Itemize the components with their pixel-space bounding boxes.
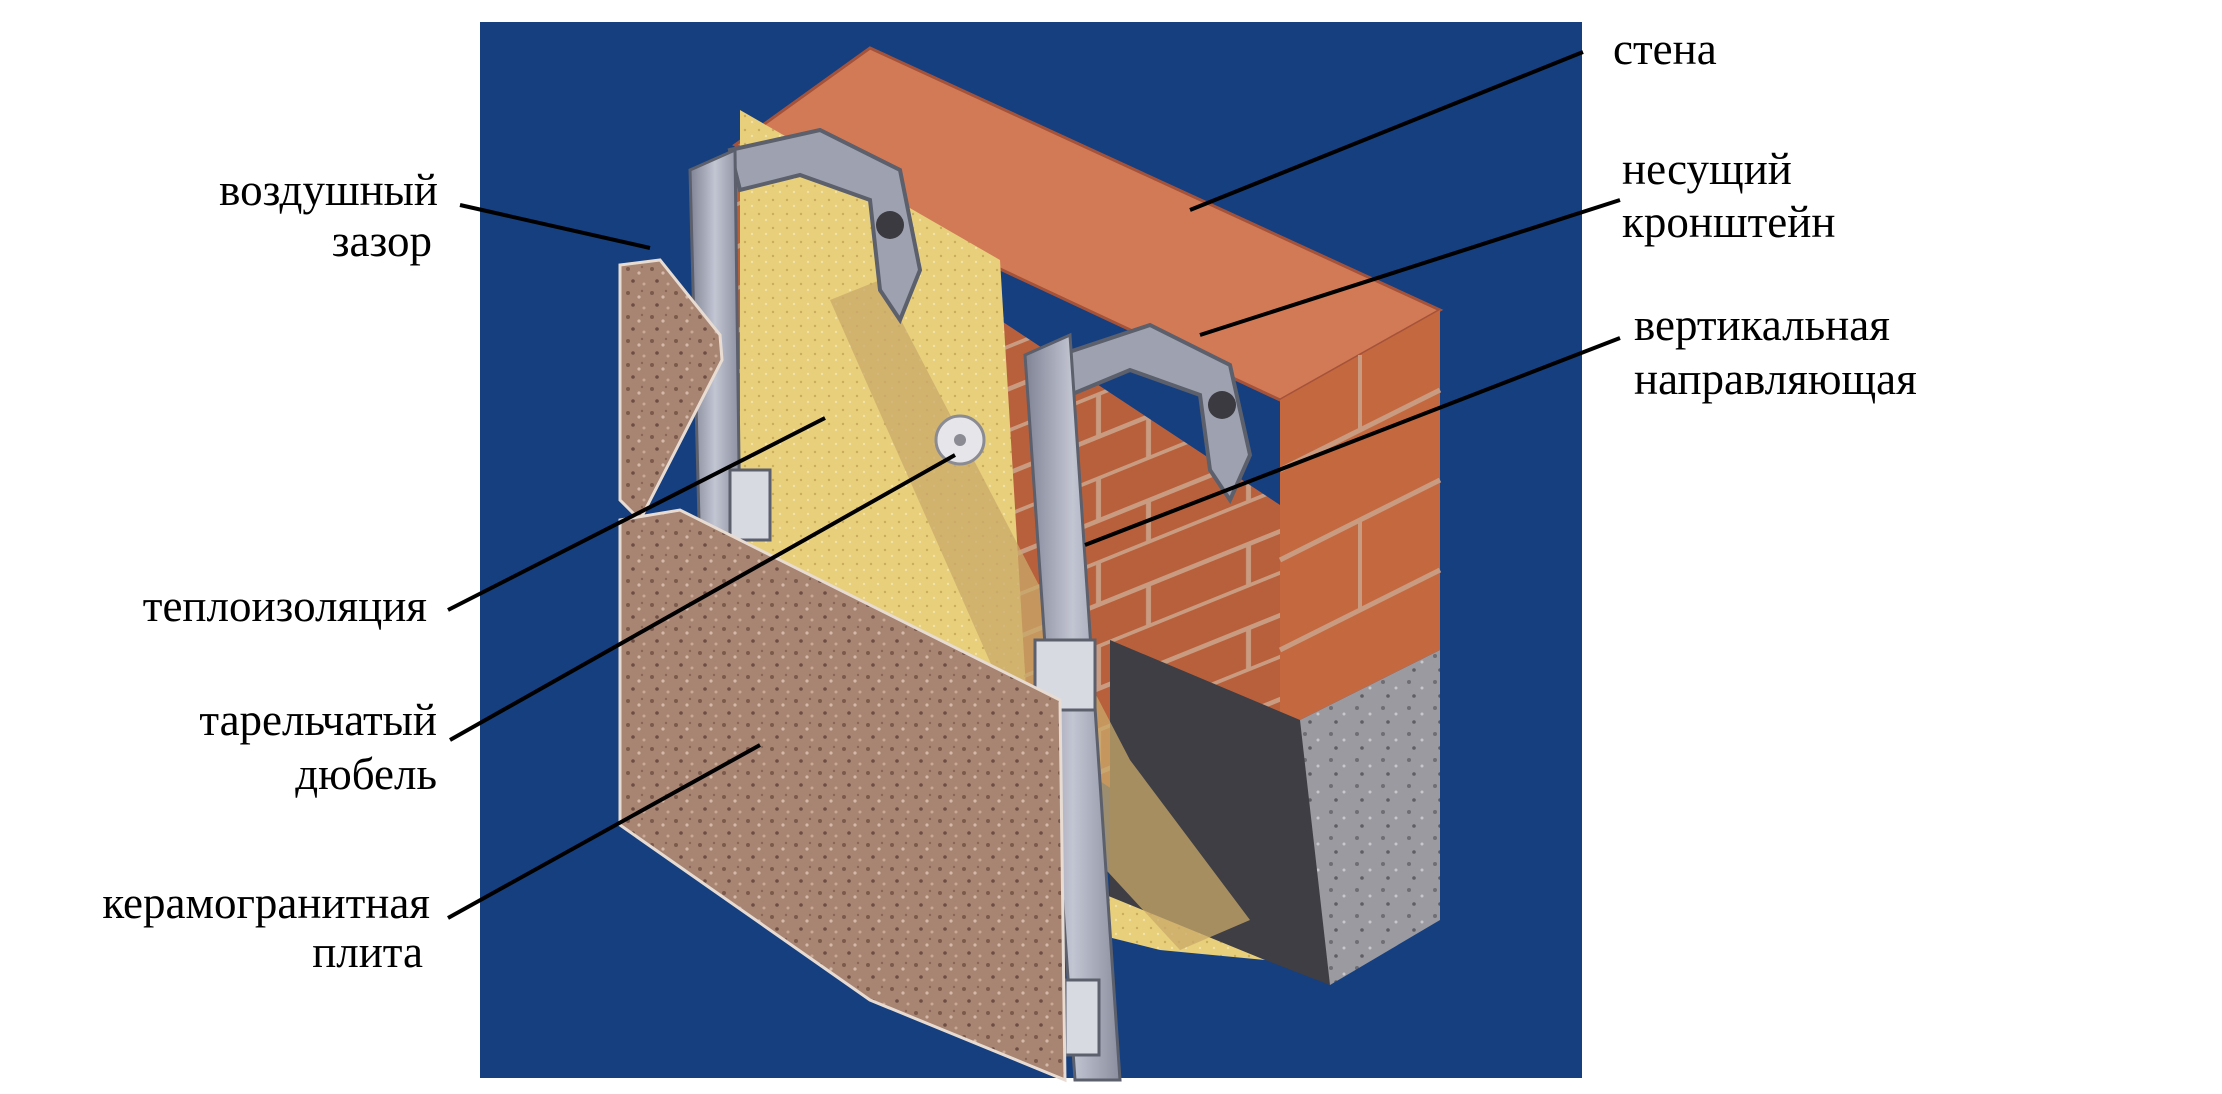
load-bearing-bracket bbox=[727, 127, 1253, 505]
plate-dowel bbox=[934, 414, 986, 466]
leader-dowel bbox=[449, 453, 956, 742]
label-air-gap-line2: зазор bbox=[332, 216, 432, 266]
leader-insulation bbox=[447, 416, 826, 612]
label-guide-line2: направляющая bbox=[1634, 354, 1917, 404]
leader-air-gap bbox=[459, 203, 651, 250]
leader-wall bbox=[1189, 50, 1584, 212]
label-insulation: теплоизоляция bbox=[143, 581, 427, 631]
label-bracket-line1: несущий bbox=[1622, 144, 1792, 194]
leader-lines bbox=[447, 50, 1621, 920]
label-dowel-line2: дюбель bbox=[295, 749, 437, 799]
label-dowel-line1: тарельчатый bbox=[199, 695, 437, 745]
leader-guide bbox=[1084, 336, 1621, 547]
label-guide-line1: вертикальная bbox=[1634, 300, 1890, 350]
granite-slabs bbox=[618, 258, 1067, 1083]
label-bracket-line2: кронштейн bbox=[1622, 197, 1835, 247]
insulation-shadow bbox=[830, 280, 1250, 950]
label-wall: стена bbox=[1613, 24, 1717, 74]
label-air-gap-line1: воздушный bbox=[219, 165, 438, 215]
label-slab-line1: керамогранитная bbox=[102, 878, 430, 928]
leader-bracket bbox=[1199, 198, 1621, 337]
label-slab-line2: плита bbox=[312, 927, 423, 977]
leader-slab bbox=[447, 743, 761, 920]
